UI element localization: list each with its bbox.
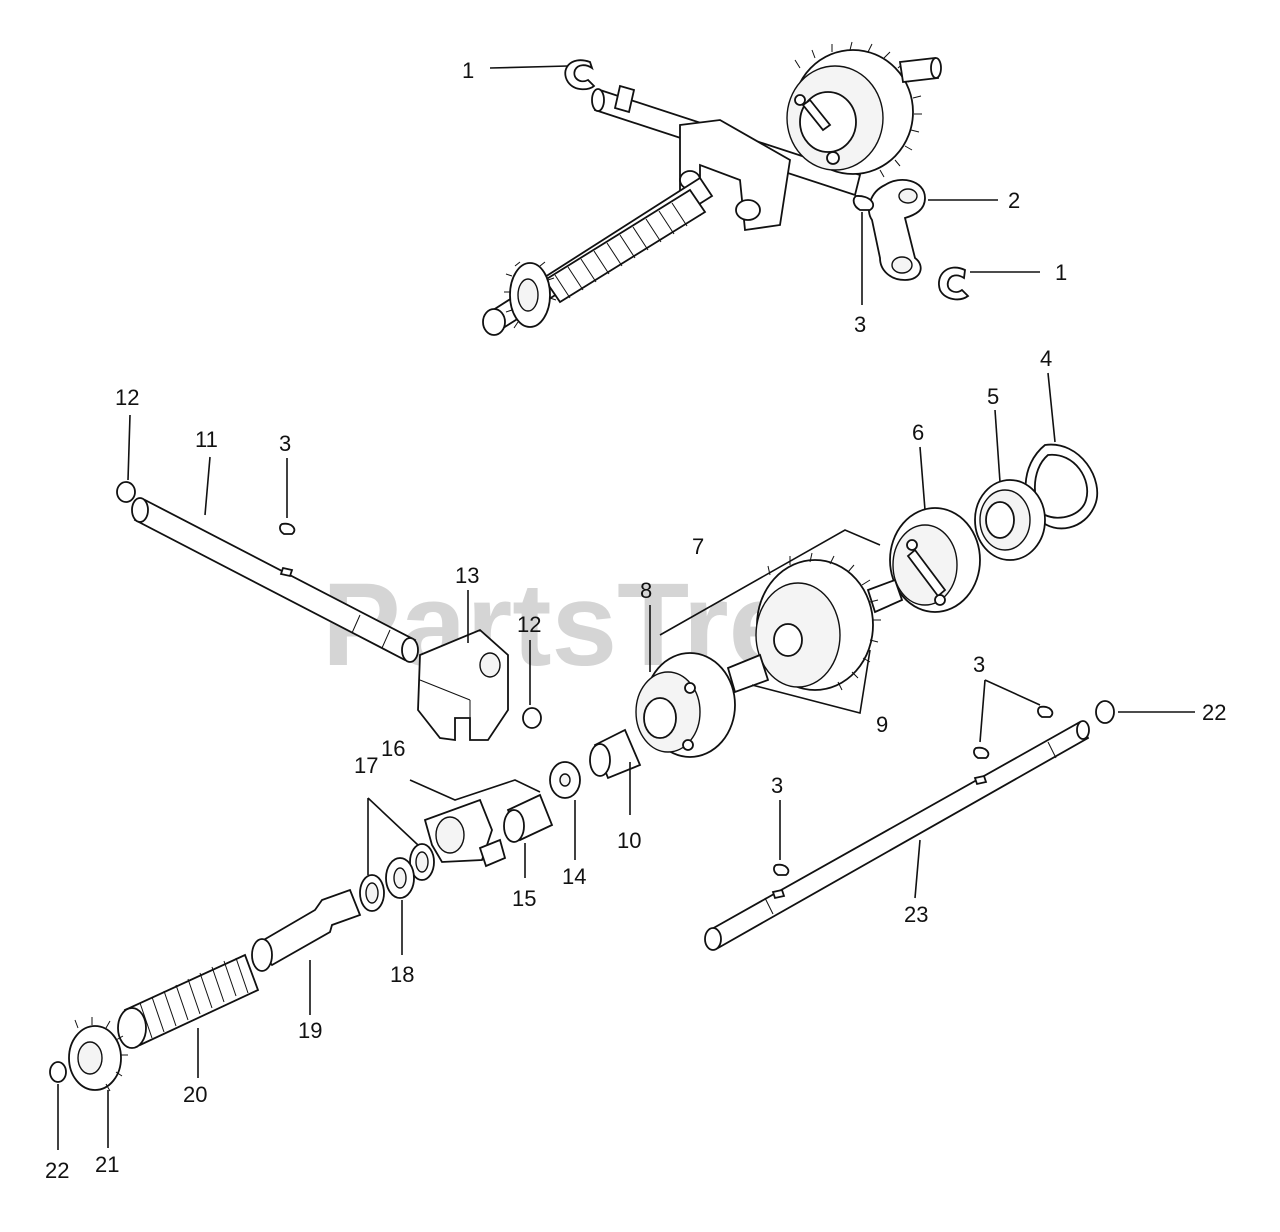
washer-14 [549, 761, 581, 799]
needle-bearing-9-lower [726, 653, 770, 694]
label-10: 10 [617, 828, 641, 853]
bracket-7 [659, 529, 881, 636]
label-5: 5 [987, 384, 999, 409]
leader-lines [57, 65, 1195, 1150]
bracket-16 [409, 779, 541, 801]
label-1-top: 1 [462, 58, 474, 83]
label-3-center: 3 [771, 773, 783, 798]
retaining-ring-12-right [522, 707, 542, 729]
top-assembly [482, 41, 970, 336]
clutch-hub-8 [635, 652, 736, 758]
shaft-11 [131, 497, 419, 663]
retaining-ring-22-right [1095, 700, 1115, 724]
label-8: 8 [640, 578, 652, 603]
drive-gear-7 [755, 552, 881, 691]
label-12-right: 12 [517, 612, 541, 637]
label-18: 18 [390, 962, 414, 987]
label-12-left: 12 [115, 385, 139, 410]
bracket-17 [367, 797, 419, 875]
label-16: 16 [381, 736, 405, 761]
key-3-shaft23-c [773, 863, 790, 876]
label-23: 23 [904, 902, 928, 927]
label-14: 14 [562, 864, 586, 889]
retaining-ring-22-left [49, 1061, 67, 1083]
label-21: 21 [95, 1152, 119, 1177]
top-drive-gear [786, 41, 942, 178]
retaining-ring-12-left [116, 481, 136, 503]
label-6: 6 [912, 420, 924, 445]
shift-fork-13 [417, 628, 509, 742]
callout-labels: 1 2 3 1 4 5 6 7 8 9 10 11 12 3 13 12 14 … [45, 58, 1226, 1183]
label-4: 4 [1040, 346, 1052, 371]
gear-housing-6 [889, 507, 981, 613]
washers-17 [359, 843, 435, 912]
key-3-upper-left [279, 522, 296, 535]
label-20: 20 [183, 1082, 207, 1107]
label-7: 7 [692, 534, 704, 559]
top-woodruff-key [852, 195, 875, 211]
label-19: 19 [298, 1018, 322, 1043]
key-3-shaft23-a [973, 746, 990, 759]
worm-gear-20 [117, 953, 260, 1049]
label-11: 11 [195, 427, 218, 452]
label-15: 15 [512, 886, 536, 911]
ball-bearing-5 [974, 479, 1046, 561]
key-3-shaft23-b [1037, 705, 1054, 718]
bushing-15 [503, 793, 554, 843]
top-worm-shaft [482, 176, 714, 336]
label-3-left: 3 [279, 431, 291, 456]
shaft-23 [704, 720, 1090, 951]
label-22-left: 22 [45, 1158, 69, 1183]
label-22-right: 22 [1202, 700, 1226, 725]
spur-gear-21 [68, 1017, 128, 1092]
top-e-clip-right [938, 266, 970, 301]
label-3-right: 3 [973, 652, 985, 677]
label-2: 2 [1008, 188, 1020, 213]
coupler-16 [423, 798, 507, 868]
sleeve-19 [251, 888, 362, 972]
label-13: 13 [455, 563, 479, 588]
label-1-right: 1 [1055, 260, 1067, 285]
bushing-10 [589, 728, 642, 780]
label-9: 9 [876, 712, 888, 737]
top-shift-lever [868, 179, 926, 281]
needle-bearing-9-upper [866, 578, 904, 614]
top-e-clip-left [564, 59, 596, 91]
label-3-top: 3 [854, 312, 866, 337]
label-17: 17 [354, 753, 378, 778]
bracket-9 [751, 649, 871, 714]
thrust-washer-18 [385, 857, 415, 899]
